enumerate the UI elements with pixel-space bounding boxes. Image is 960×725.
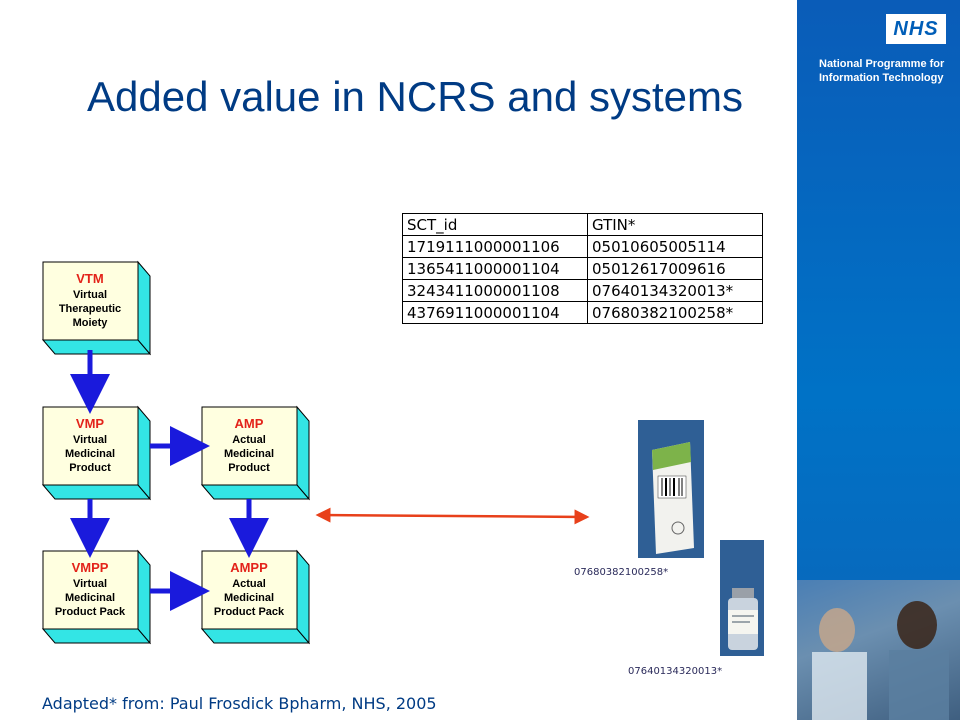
ampp-line-3: Product Pack (214, 606, 285, 618)
table-row: 1719111000001106 05010605005114 (402, 235, 763, 258)
medicine-vial-image (720, 540, 764, 656)
clinicians-photo-art (812, 601, 949, 722)
vmp-line-1: Virtual (73, 434, 107, 446)
product-photo-vial (720, 540, 764, 656)
cell-sct-id: 1719111000001106 (402, 235, 588, 258)
table-row: 4376911000001104 07680382100258* (402, 301, 763, 324)
vtm-line-1: Virtual (73, 289, 107, 301)
amp-line-3: Product (228, 462, 270, 474)
source-credit: Adapted* from: Paul Frosdick Bpharm, NHS… (42, 694, 437, 713)
vmp-box: VMP Virtual Medicinal Product (41, 405, 152, 501)
ampp-abbr: AMPP (230, 560, 268, 575)
vmpp-line-2: Medicinal (65, 592, 115, 604)
vmpp-abbr: VMPP (72, 560, 109, 575)
amp-box: AMP Actual Medicinal Product (200, 405, 311, 501)
product-caption-2: 07640134320013* (628, 666, 723, 677)
vmpp-box: VMPP Virtual Medicinal Product Pack (41, 549, 152, 645)
vtm-line-2: Therapeutic (59, 303, 121, 315)
clinicians-photo (797, 580, 960, 722)
vtm-abbr: VTM (76, 271, 103, 286)
medicine-box-image (638, 420, 704, 558)
vmp-abbr: VMP (76, 416, 105, 431)
programme-name: National Programme for Information Techn… (819, 58, 945, 84)
vtm-box: VTM Virtual Therapeutic Moiety (41, 260, 152, 356)
dmd-model-diagram: VTM Virtual Therapeutic Moiety VMP Virtu… (41, 260, 590, 645)
product-photo-box (638, 420, 704, 558)
cell-gtin: 07640134320013* (587, 279, 763, 302)
sct-gtin-table: SCT_id GTIN* 1719111000001106 0501060500… (402, 213, 763, 324)
vmp-line-3: Product (69, 462, 111, 474)
cell-gtin: 05012617009616 (587, 257, 763, 280)
nhs-sidebar: NHS National Programme for Information T… (797, 0, 960, 722)
link-double-arrow (315, 507, 590, 525)
code-table: SCT_id GTIN* 1719111000001106 0501060500… (402, 213, 763, 324)
vmp-line-2: Medicinal (65, 448, 115, 460)
vmpp-line-1: Virtual (73, 578, 107, 590)
cell-sct-id: 3243411000001108 (402, 279, 588, 302)
table-header-row: SCT_id GTIN* (402, 213, 763, 236)
header-sct-id: SCT_id (402, 213, 588, 236)
cell-sct-id: 4376911000001104 (402, 301, 588, 324)
header-gtin: GTIN* (587, 213, 763, 236)
amp-abbr: AMP (235, 416, 264, 431)
vmpp-line-3: Product Pack (55, 606, 126, 618)
table-row: 1365411000001104 05012617009616 (402, 257, 763, 280)
table-row: 3243411000001108 07640134320013* (402, 279, 763, 302)
cell-gtin: 05010605005114 (587, 235, 763, 258)
ampp-line-1: Actual (232, 578, 266, 590)
amp-line-1: Actual (232, 434, 266, 446)
amp-line-2: Medicinal (224, 448, 274, 460)
ampp-line-2: Medicinal (224, 592, 274, 604)
cell-sct-id: 1365411000001104 (402, 257, 588, 280)
slide-title: Added value in NCRS and systems (87, 73, 743, 120)
nhs-logo-text: NHS (893, 17, 939, 40)
vtm-line-3: Moiety (73, 317, 109, 329)
ampp-box: AMPP Actual Medicinal Product Pack (200, 549, 311, 645)
cell-gtin: 07680382100258* (587, 301, 763, 324)
product-caption-1: 07680382100258* (574, 567, 669, 578)
nhs-logo: NHS (886, 14, 946, 44)
